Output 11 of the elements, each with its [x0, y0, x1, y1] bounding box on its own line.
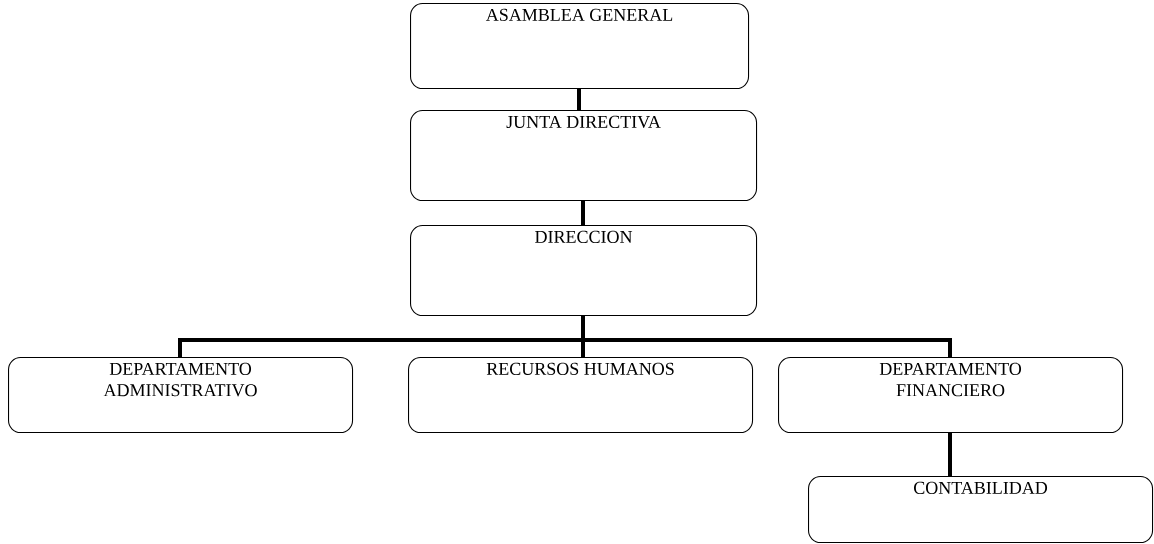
connector-line: [581, 200, 585, 225]
org-box: ASAMBLEA GENERAL: [410, 3, 750, 90]
org-box: DEPARTAMENTO ADMINISTRATIVO: [8, 357, 354, 434]
org-box: RECURSOS HUMANOS: [408, 357, 754, 434]
connector-line: [581, 315, 952, 357]
connector-line: [948, 432, 952, 476]
org-box: CONTABILIDAD: [808, 476, 1154, 544]
org-box: DIRECCION: [410, 225, 758, 317]
org-box: DEPARTAMENTO FINANCIERO: [778, 357, 1124, 434]
connector-line: [577, 88, 581, 110]
org-box: JUNTA DIRECTIVA: [410, 110, 758, 202]
